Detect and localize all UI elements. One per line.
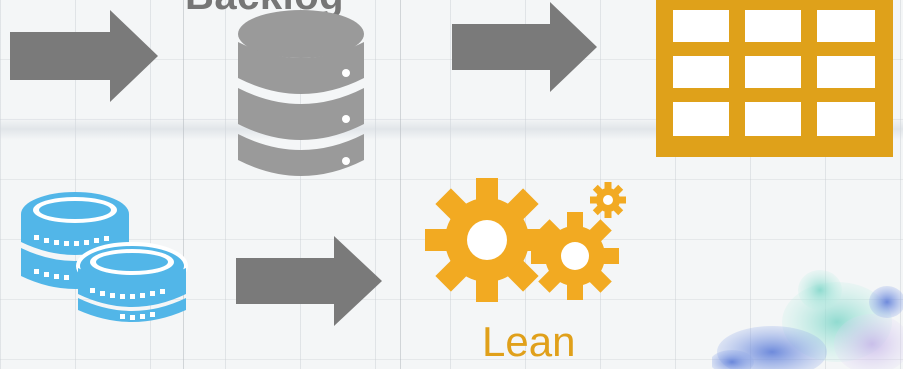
arrow-right-icon — [10, 10, 158, 102]
table-grid-icon — [656, 0, 893, 157]
divider-line — [183, 0, 184, 369]
divider-line — [400, 0, 401, 369]
lean-label: Lean — [482, 318, 576, 365]
arrow-right-icon — [236, 236, 382, 326]
database-icon — [238, 10, 364, 176]
watercolor-splash — [712, 270, 903, 369]
arrow-right-icon — [452, 2, 597, 92]
coins-icon — [21, 192, 188, 322]
gears-icon — [425, 178, 626, 302]
